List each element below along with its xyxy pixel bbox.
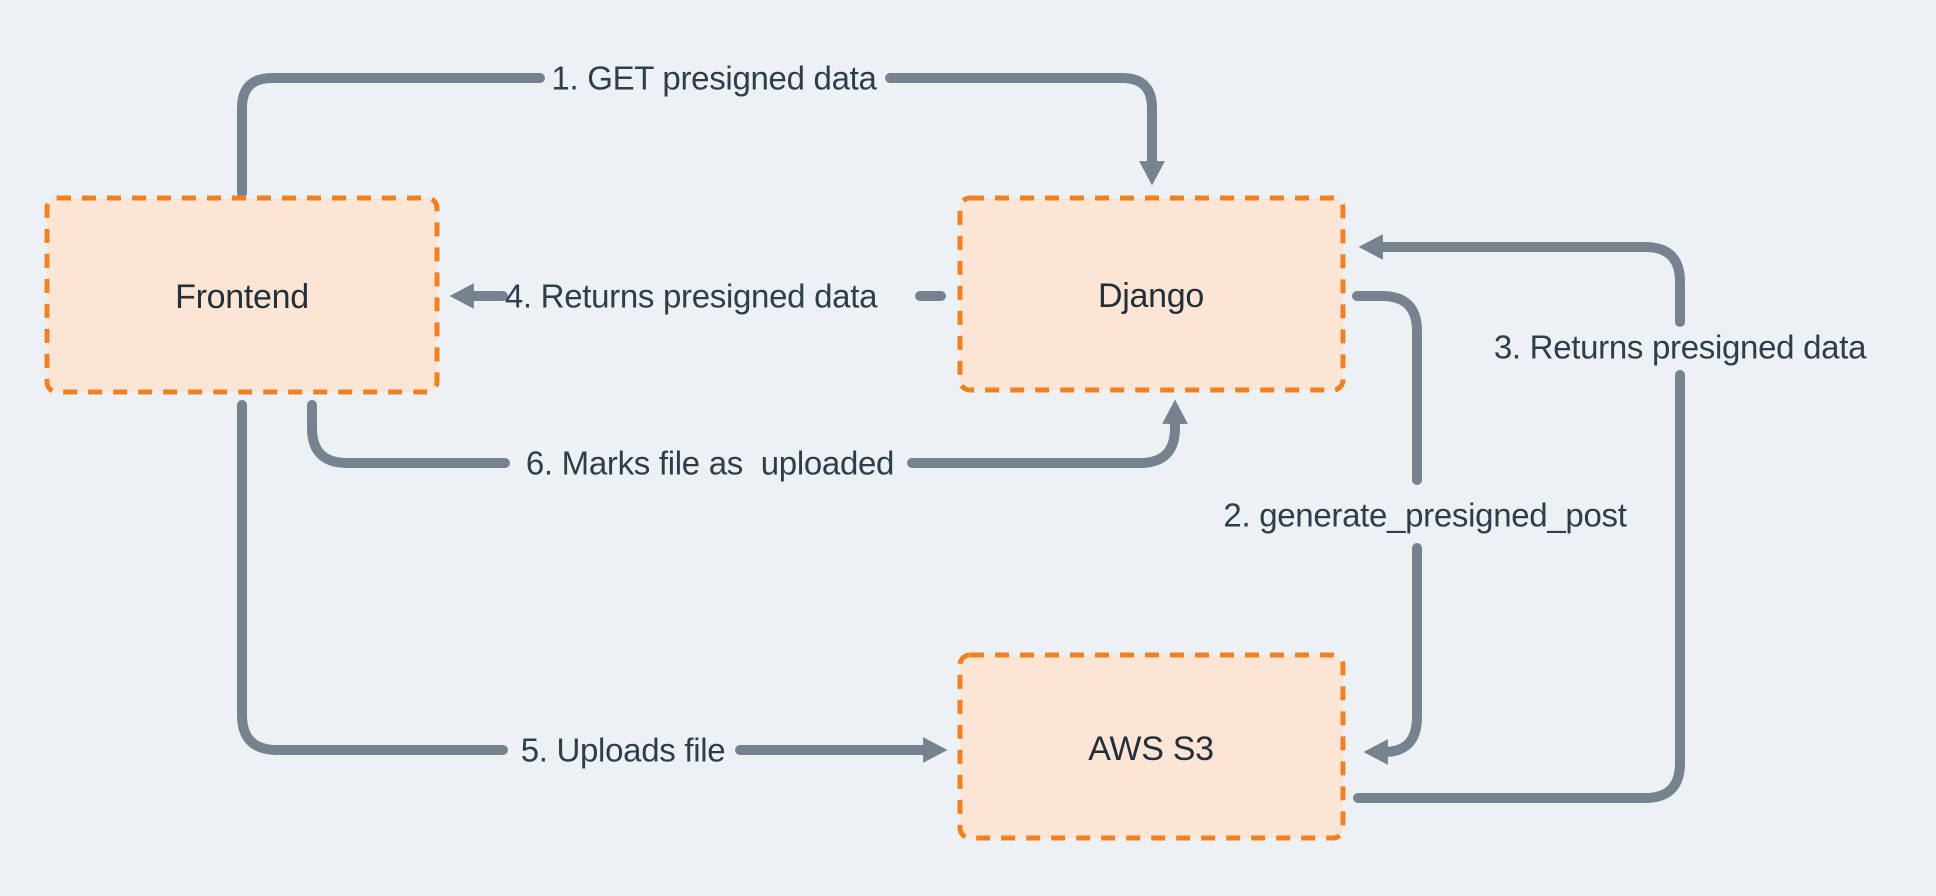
node-frontend-label: Frontend bbox=[175, 278, 309, 316]
edge-5-label: 5. Uploads file bbox=[521, 732, 726, 769]
edge-3-segment-end bbox=[1358, 234, 1685, 327]
node-django-box bbox=[957, 195, 1346, 393]
edge-labels-layer: 1. GET presigned data 2. generate_presig… bbox=[505, 60, 1867, 769]
node-frontend-box bbox=[44, 195, 440, 395]
edge-3-segment-start bbox=[1353, 370, 1685, 803]
node-aws-s3-label: AWS S3 bbox=[1088, 730, 1213, 768]
edge-6-segment-start bbox=[307, 400, 510, 468]
nodes-layer: Frontend Django AWS S3 bbox=[44, 195, 1346, 841]
edge-2-segment-end bbox=[1363, 543, 1422, 765]
edge-6-label: 6. Marks file as uploaded bbox=[526, 445, 894, 482]
edge-1-segment-start bbox=[237, 73, 545, 198]
edge-3-label: 3. Returns presigned data bbox=[1494, 329, 1867, 366]
edge-2-segment-start bbox=[1352, 291, 1422, 485]
node-aws-s3-box bbox=[957, 652, 1346, 841]
edges-layer bbox=[237, 73, 1685, 803]
edge-1-label: 1. GET presigned data bbox=[551, 60, 877, 97]
edge-6-segment-end bbox=[907, 399, 1188, 468]
edge-5-segment-start bbox=[237, 400, 508, 755]
edge-2-label: 2. generate_presigned_post bbox=[1223, 497, 1626, 534]
edge-4-label: 4. Returns presigned data bbox=[505, 278, 878, 315]
node-django-label: Django bbox=[1098, 277, 1204, 315]
edge-1-segment-end bbox=[885, 73, 1165, 186]
